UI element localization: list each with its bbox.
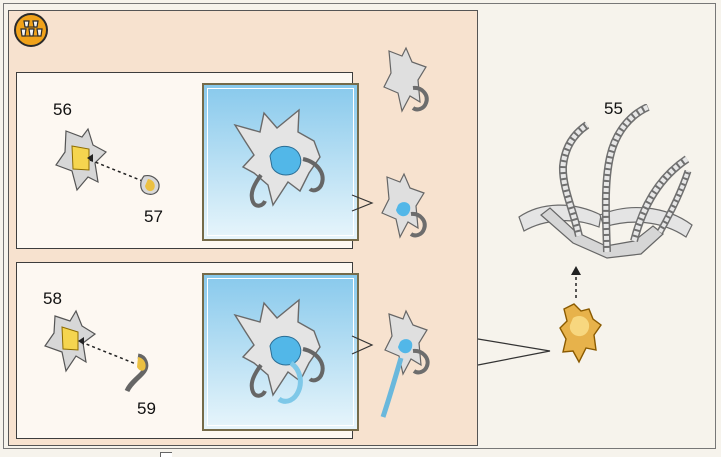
substep-number-56: 56 xyxy=(53,100,72,119)
substep-box-bottom: 58 59 xyxy=(16,262,359,439)
right-column-part-2 xyxy=(381,172,427,239)
top-substep-parts-illustration xyxy=(55,127,160,195)
cup-stack-icon xyxy=(14,13,48,47)
render-frame-top xyxy=(202,83,359,241)
main-assembly-illustration xyxy=(518,104,693,364)
substep-number-57: 57 xyxy=(144,207,163,226)
bottom-substep-parts-illustration xyxy=(44,309,149,393)
substep-number-58: 58 xyxy=(43,289,62,308)
right-column-part-3 xyxy=(380,309,430,418)
render-frame-top-border xyxy=(207,88,354,236)
render-frame-bottom xyxy=(202,273,359,431)
substep-box-top: 56 57 xyxy=(16,72,359,249)
cup-stack-icon-art xyxy=(20,20,43,37)
top-assembled-illustration xyxy=(233,108,325,208)
page-bottom-notch xyxy=(160,452,172,457)
step-number-55: 55 xyxy=(604,99,623,118)
right-column-part-1 xyxy=(383,46,429,113)
bottom-assembled-illustration xyxy=(233,298,325,404)
substep-number-59: 59 xyxy=(137,399,156,418)
